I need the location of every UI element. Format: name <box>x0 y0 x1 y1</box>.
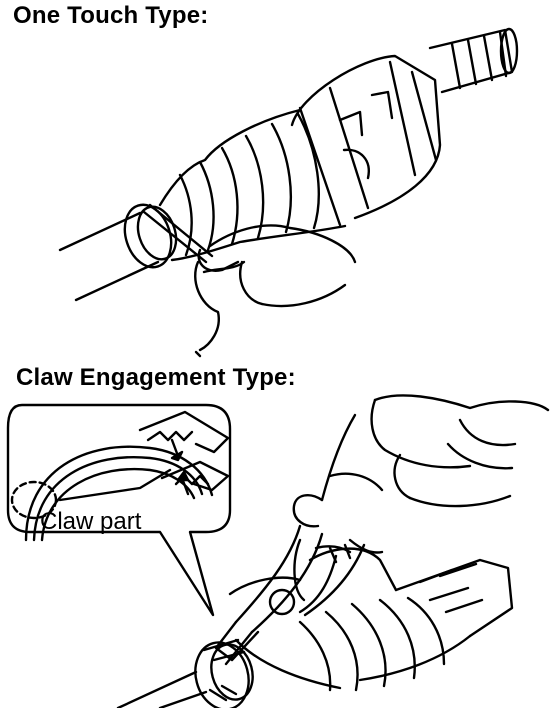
callout-label-claw-part: Claw part <box>40 508 142 535</box>
joint-housing-top <box>290 54 442 227</box>
joint-housing-bottom <box>308 543 514 682</box>
spline-shaft-top <box>428 27 519 94</box>
magnified-callout <box>6 403 232 617</box>
axle-shaft-bottom <box>116 670 208 708</box>
hand-bottom <box>292 394 550 602</box>
clamp-band-top <box>123 203 240 272</box>
one-touch-drawing <box>58 27 519 358</box>
pliers <box>214 524 384 666</box>
dust-boot-bottom <box>228 576 446 692</box>
claw-engagement-drawing <box>6 394 550 708</box>
section-title-one-touch: One Touch Type: <box>13 2 209 29</box>
axle-shaft-top <box>58 211 160 302</box>
section-title-claw-engagement: Claw Engagement Type: <box>16 364 296 391</box>
clamp-band-bottom <box>194 638 254 708</box>
hand-top <box>194 224 357 358</box>
